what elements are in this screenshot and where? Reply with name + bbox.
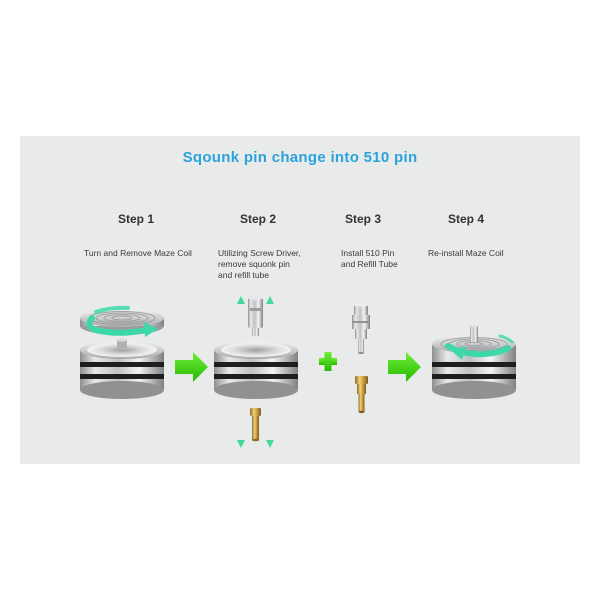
instruction-panel (20, 136, 580, 464)
step-1-illustration (80, 305, 164, 399)
step-2-illustration (214, 296, 298, 448)
step-3-illustration (352, 303, 370, 414)
refill-tube (355, 376, 368, 414)
right-arrow-icon (388, 352, 421, 382)
step-1-desc-line: Turn and Remove Maze Coil (84, 248, 192, 258)
step-3-desc-line: Install 510 Pin (341, 248, 395, 258)
refill-tube (250, 408, 261, 442)
rotate-arrow-icon (445, 334, 514, 360)
page-title: Sqounk pin change into 510 pin (182, 149, 418, 166)
step-4-description: Re-install Maze Coil (428, 248, 538, 259)
step-4-heading: Step 4 (447, 212, 484, 226)
step-3-desc-line: and Refill Tube (341, 259, 398, 269)
step-4-illustration (432, 324, 516, 399)
step-4-desc-line: Re-install Maze Coil (428, 248, 504, 258)
plus-icon (319, 352, 337, 371)
step-1-description: Turn and Remove Maze Coil (84, 248, 214, 259)
down-arrow-icon (237, 412, 274, 448)
510-pin (352, 303, 370, 354)
step-1-heading: Step 1 (117, 212, 154, 226)
step-3-heading: Step 3 (344, 212, 381, 226)
squonk-pin (248, 296, 263, 336)
up-arrow-icon (237, 296, 274, 332)
rda-base-body (214, 341, 298, 399)
step-2-desc-line: Utilizing Screw Driver, (218, 248, 301, 258)
rotate-arrow-icon (86, 305, 158, 337)
right-arrow-icon (175, 352, 208, 382)
rda-base-body (80, 338, 164, 399)
step-2-desc-line: and refill tube (218, 270, 270, 280)
step-2-heading: Step 2 (239, 212, 276, 226)
step-2-description: Utilizing Screw Driver, remove squonk pi… (218, 248, 328, 281)
step-3-description: Install 510 Pin and Refill Tube (341, 248, 451, 270)
step-2-desc-line: remove squonk pin (218, 259, 290, 269)
